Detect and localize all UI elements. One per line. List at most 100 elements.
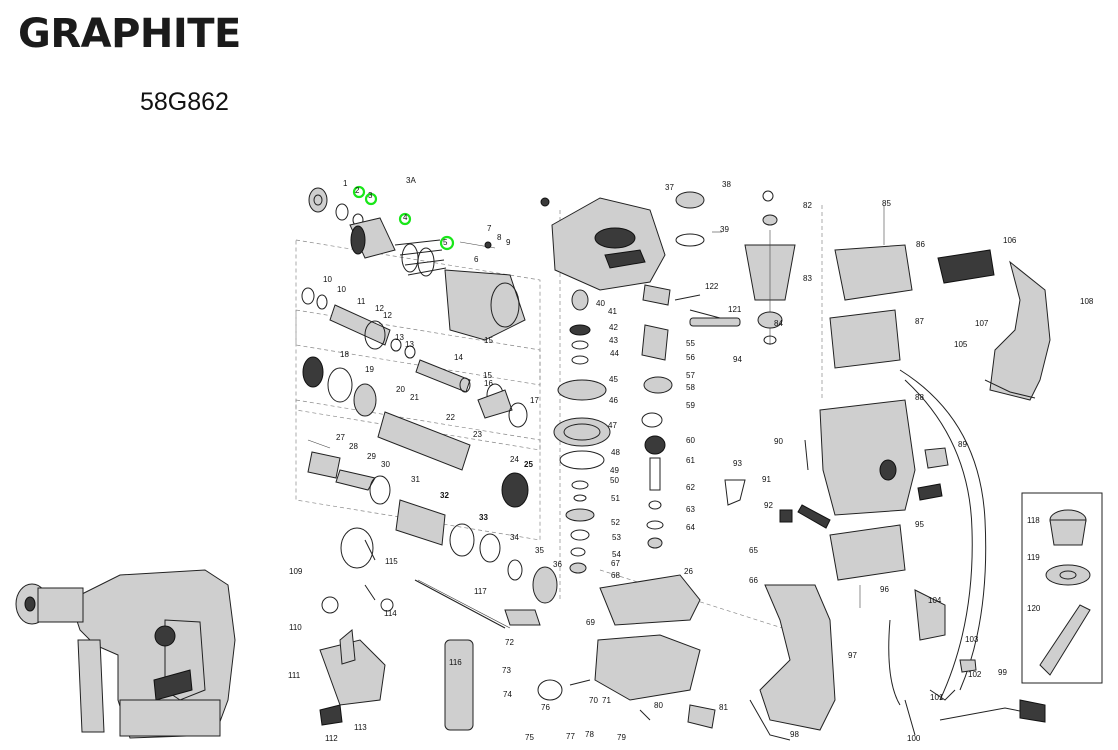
part-label-6: 6 xyxy=(474,255,479,264)
part-label-22: 22 xyxy=(446,413,455,422)
part-label-110: 110 xyxy=(289,623,302,632)
part-label-24: 24 xyxy=(510,455,519,464)
part-label-57: 57 xyxy=(686,371,695,380)
hammer-drill-thumbnail xyxy=(15,569,236,739)
part-label-67: 67 xyxy=(611,559,620,568)
part-label-26: 26 xyxy=(684,567,693,576)
part-label-2: 2 xyxy=(355,186,360,195)
part-label-43: 43 xyxy=(609,336,618,345)
part-label-36: 36 xyxy=(553,560,562,569)
part-label-73: 73 xyxy=(502,666,511,675)
part-label-86: 86 xyxy=(916,240,925,249)
part-label-62: 62 xyxy=(686,483,695,492)
part-label-12: 12 xyxy=(383,311,392,320)
part-label-1: 1 xyxy=(343,179,348,188)
part-label-113: 113 xyxy=(354,723,367,732)
part-label-35: 35 xyxy=(535,546,544,555)
part-label-50: 50 xyxy=(610,476,619,485)
part-label-66: 66 xyxy=(749,576,758,585)
part-label-112: 112 xyxy=(325,734,338,743)
part-label-25: 25 xyxy=(524,460,533,469)
part-label-12: 12 xyxy=(375,304,384,313)
part-label-114: 114 xyxy=(384,609,397,618)
brand-logo: GRAPHITE xyxy=(18,11,241,57)
part-label-30: 30 xyxy=(381,460,390,469)
part-label-80: 80 xyxy=(654,701,663,710)
part-label-56: 56 xyxy=(686,353,695,362)
part-label-78: 78 xyxy=(585,730,594,739)
part-label-103: 103 xyxy=(965,635,979,644)
part-label-27: 27 xyxy=(336,433,345,442)
part-label-122: 122 xyxy=(705,282,719,291)
part-label-18: 18 xyxy=(340,350,349,359)
part-label-32: 32 xyxy=(440,491,449,500)
part-label-121: 121 xyxy=(728,305,742,314)
part-label-116: 116 xyxy=(449,658,462,667)
model-number: 58G862 xyxy=(140,88,229,116)
part-label-76: 76 xyxy=(541,703,550,712)
part-label-19: 19 xyxy=(365,365,374,374)
part-label-102: 102 xyxy=(968,670,982,679)
part-label-87: 87 xyxy=(915,317,924,326)
part-label-81: 81 xyxy=(719,703,728,712)
part-label-90: 90 xyxy=(774,437,783,446)
part-label-46: 46 xyxy=(609,396,618,405)
part-label-41: 41 xyxy=(608,307,617,316)
part-label-11: 11 xyxy=(357,297,366,306)
part-label-117: 117 xyxy=(474,587,487,596)
part-label-105: 105 xyxy=(954,340,968,349)
part-label-4: 4 xyxy=(403,213,408,222)
part-label-91: 91 xyxy=(762,475,771,484)
part-label-16: 16 xyxy=(484,379,493,388)
part-label-74: 74 xyxy=(503,690,512,699)
part-label-39: 39 xyxy=(720,225,729,234)
part-label-100: 100 xyxy=(907,734,921,743)
part-label-44: 44 xyxy=(610,349,619,358)
part-label-20: 20 xyxy=(396,385,405,394)
part-label-72: 72 xyxy=(505,638,514,647)
part-label-47: 47 xyxy=(608,421,617,430)
part-label-23: 23 xyxy=(473,430,482,439)
part-label-13: 13 xyxy=(405,340,414,349)
part-label-13: 13 xyxy=(395,333,404,342)
highlight-marks xyxy=(352,185,455,251)
part-label-77: 77 xyxy=(566,732,575,741)
part-label-17: 17 xyxy=(530,396,539,405)
highlight-part-5 xyxy=(439,235,455,251)
part-label-34: 34 xyxy=(510,533,519,542)
part-label-94: 94 xyxy=(733,355,742,364)
highlight-part-3 xyxy=(364,192,378,206)
part-label-69: 69 xyxy=(586,618,595,627)
part-label-14: 14 xyxy=(454,353,463,362)
part-label-5: 5 xyxy=(443,238,448,247)
part-label-42: 42 xyxy=(609,323,618,332)
part-label-3A: 3A xyxy=(406,176,416,185)
part-labels: 1233A45678910101112121313141515161718192… xyxy=(288,176,1094,743)
part-label-54: 54 xyxy=(612,550,621,559)
motor-assembly xyxy=(724,190,987,701)
part-label-38: 38 xyxy=(722,180,731,189)
highlight-part-4 xyxy=(398,212,412,226)
highlight-part-2 xyxy=(352,185,366,199)
part-label-15: 15 xyxy=(484,336,493,345)
part-label-28: 28 xyxy=(349,442,358,451)
part-label-115: 115 xyxy=(385,557,398,566)
part-label-37: 37 xyxy=(665,183,674,192)
part-label-98: 98 xyxy=(790,730,799,739)
part-label-61: 61 xyxy=(686,456,695,465)
part-label-88: 88 xyxy=(915,393,924,402)
part-label-83: 83 xyxy=(803,274,812,283)
part-label-109: 109 xyxy=(289,567,303,576)
part-label-108: 108 xyxy=(1080,297,1094,306)
part-label-84: 84 xyxy=(774,319,783,328)
part-label-92: 92 xyxy=(764,501,773,510)
part-label-53: 53 xyxy=(612,533,621,542)
part-label-85: 85 xyxy=(882,199,891,208)
part-label-15: 15 xyxy=(483,371,492,380)
part-label-8: 8 xyxy=(497,233,502,242)
gearbox-assembly xyxy=(319,191,741,731)
part-label-119: 119 xyxy=(1027,553,1040,562)
part-label-106: 106 xyxy=(1003,236,1017,245)
